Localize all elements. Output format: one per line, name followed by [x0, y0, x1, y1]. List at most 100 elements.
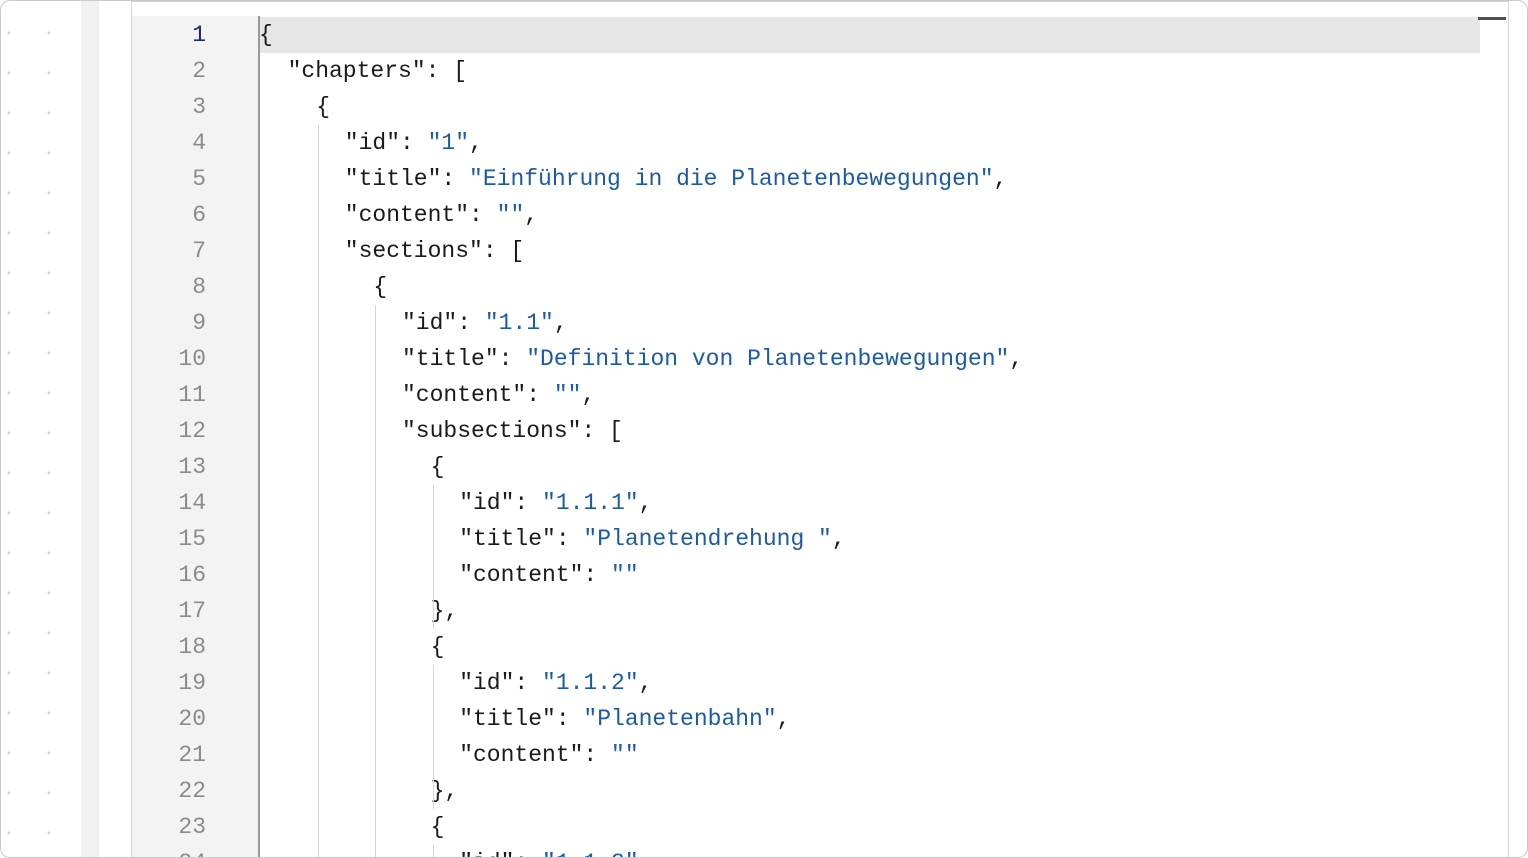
indent-guide [432, 845, 434, 857]
punctuation: , [638, 670, 653, 696]
punctuation: , [469, 130, 483, 156]
json-key: "content" [402, 382, 527, 408]
line-number: 21 [178, 742, 206, 768]
active-line-highlight [260, 17, 1480, 53]
gutter-divider [258, 16, 260, 857]
dotted-sidebar [1, 1, 81, 857]
json-key: "content" [344, 202, 470, 228]
json-string-value: "" [611, 562, 639, 588]
json-key: "content" [459, 742, 584, 768]
line-number: 13 [178, 454, 206, 480]
line-number: 4 [192, 130, 206, 156]
code-text: { [373, 274, 388, 300]
json-string-value: "" [611, 742, 639, 768]
line-number: 3 [192, 94, 206, 120]
code-text: "subsections": [ [402, 418, 623, 444]
side-panel [81, 1, 99, 857]
punctuation: , [993, 166, 1008, 192]
code-line[interactable]: { [373, 269, 387, 305]
json-key: "id" [344, 130, 401, 156]
code-line[interactable]: "chapters": [ [288, 53, 467, 89]
code-text: }, [430, 598, 459, 624]
json-key: "id" [402, 310, 458, 336]
scroll-indicator[interactable] [1478, 17, 1506, 20]
json-string-value: "1.1.3" [542, 850, 639, 857]
json-key: "content" [459, 562, 584, 588]
line-number: 10 [178, 346, 206, 372]
json-string-value: "" [553, 382, 582, 408]
code-line[interactable]: "id": "1.1.3", [459, 845, 653, 857]
code-editor[interactable]: 1{2"chapters": [3{4"id": "1",5"title": "… [131, 1, 1509, 857]
code-line[interactable]: "id": "1.1.1", [459, 490, 653, 516]
json-key: "title" [459, 706, 556, 732]
code-line[interactable]: { [431, 449, 445, 485]
line-number: 12 [178, 418, 206, 444]
code-line[interactable]: "sections": [ [345, 233, 524, 269]
indent-guide [432, 485, 434, 629]
line-number: 1 [192, 22, 206, 48]
code-line[interactable]: { [431, 629, 445, 665]
code-line[interactable]: "content": "" [459, 562, 639, 588]
line-number: 15 [178, 526, 206, 552]
code-line[interactable]: "content": "", [402, 382, 596, 408]
line-number: 22 [178, 778, 206, 804]
json-string-value: "1.1.2" [542, 670, 639, 696]
code-line[interactable]: "title": "Planetenbahn", [459, 706, 791, 732]
line-number: 14 [178, 490, 206, 516]
code-line[interactable]: { [431, 809, 445, 845]
punctuation: , [1009, 346, 1024, 372]
json-key: "id" [459, 490, 515, 516]
code-line[interactable]: "title": "Einführung in die Planetenbewe… [344, 166, 1008, 192]
punctuation: , [581, 382, 596, 408]
code-text: { [316, 94, 330, 120]
punctuation: , [553, 310, 568, 336]
line-number: 23 [178, 814, 206, 840]
json-string-value: "" [496, 202, 525, 228]
code-line[interactable]: "title": "Definition von Planetenbewegun… [402, 346, 1024, 372]
code-line[interactable]: "title": "Planetendrehung ", [459, 526, 846, 552]
line-number: 8 [192, 274, 206, 300]
line-number: 9 [192, 310, 206, 336]
json-string-value: "Einführung in die Planetenbewegungen" [469, 166, 994, 192]
code-line[interactable]: }, [431, 593, 459, 629]
json-string-value: "Planetendrehung " [583, 526, 832, 552]
code-line[interactable]: { [316, 89, 330, 125]
code-text: "chapters": [ [287, 58, 468, 84]
code-text: { [430, 814, 445, 840]
json-key: "title" [402, 346, 499, 372]
code-line[interactable]: "id": "1", [344, 130, 483, 156]
line-number: 5 [192, 166, 206, 192]
json-key: "id" [459, 850, 514, 857]
code-line[interactable]: "subsections": [ [402, 413, 623, 449]
line-number-gutter [132, 16, 258, 857]
code-text: { [430, 454, 445, 480]
json-string-value: "1.1" [484, 310, 554, 336]
code-line[interactable]: "content": "", [344, 202, 539, 228]
punctuation: , [831, 526, 846, 552]
line-number: 16 [178, 562, 206, 588]
line-number: 17 [178, 598, 206, 624]
line-number: 7 [192, 238, 206, 264]
punctuation: , [638, 490, 653, 516]
code-line[interactable]: { [259, 17, 273, 53]
json-string-value: "1.1.1" [542, 490, 639, 516]
json-key: "id" [459, 670, 515, 696]
code-line[interactable]: "id": "1.1", [402, 310, 568, 336]
code-line[interactable]: "content": "" [459, 742, 639, 768]
json-string-value: "Planetenbahn" [583, 706, 777, 732]
line-number: 20 [178, 706, 206, 732]
punctuation: , [639, 850, 653, 857]
code-line[interactable]: "id": "1.1.2", [459, 670, 653, 696]
indent-guide [318, 125, 320, 857]
code-text: }, [430, 778, 459, 804]
indent-guide [375, 305, 377, 857]
code-text: { [430, 634, 445, 660]
code-line[interactable]: }, [431, 773, 459, 809]
code-text: "sections": [ [344, 238, 525, 264]
indent-guide [432, 665, 434, 809]
editor-top-border [132, 1, 1508, 16]
json-key: "title" [459, 526, 556, 552]
line-number: 11 [178, 382, 206, 408]
line-number: 6 [192, 202, 206, 228]
